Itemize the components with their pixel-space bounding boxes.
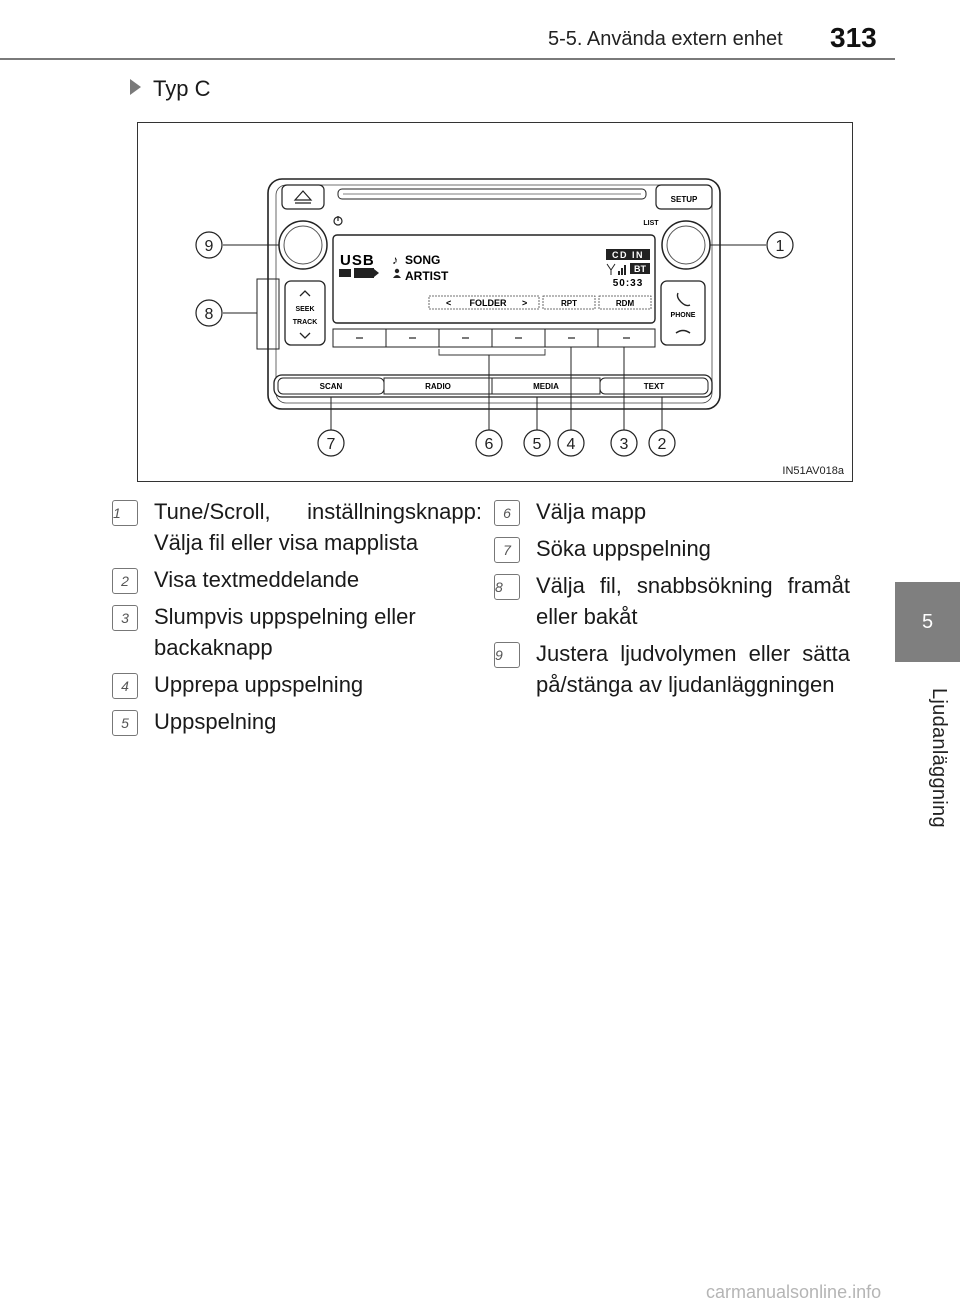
triangle-bullet-icon xyxy=(130,79,141,95)
legend-text: Tune/Scroll, inställningsknapp: Välja fi… xyxy=(154,499,482,555)
legend-number: 3 xyxy=(112,605,138,631)
signal-icon xyxy=(606,263,616,275)
legend-item: 7 Söka uppspelning xyxy=(494,533,850,564)
svg-text:4: 4 xyxy=(567,436,576,453)
legend-left: 1 Tune/Scroll, inställningsknapp: Välja … xyxy=(112,496,482,743)
legend-number: 9 xyxy=(494,642,520,668)
svg-text:7: 7 xyxy=(327,436,336,453)
legend-number: 5 xyxy=(112,710,138,736)
legend-text: Justera ljudvolymen eller sätta på/stäng… xyxy=(536,641,850,697)
svg-text:3: 3 xyxy=(620,436,629,453)
header-section-title: 5-5. Använda extern enhet xyxy=(548,28,783,50)
callout-9 xyxy=(195,231,223,259)
section-heading: Typ C xyxy=(130,76,210,102)
callout-7 xyxy=(317,429,345,457)
display-rdm: RDM xyxy=(616,299,635,308)
phone-hangup-icon xyxy=(675,329,691,334)
person-icon xyxy=(394,268,400,274)
legend-item: 6 Välja mapp xyxy=(494,496,850,527)
callout-5 xyxy=(523,429,551,457)
callout-6 xyxy=(475,429,503,457)
setup-label: SETUP xyxy=(671,195,698,204)
mode-badge xyxy=(606,249,650,260)
svg-text:8: 8 xyxy=(205,306,214,323)
legend-right: 6 Välja mapp 7 Söka uppspelning 8 Välja … xyxy=(494,496,850,706)
svg-text:RADIO: RADIO xyxy=(425,382,451,391)
chapter-tab: 5 xyxy=(895,582,960,662)
callout-2 xyxy=(648,429,676,457)
callout-leaders xyxy=(223,244,766,430)
svg-text:5: 5 xyxy=(533,436,542,453)
callout-8 xyxy=(195,299,223,327)
callout-3 xyxy=(610,429,638,457)
legend-number: 2 xyxy=(112,568,138,594)
display-folder: FOLDER xyxy=(470,298,507,308)
chevron-down-icon xyxy=(299,332,311,339)
page-number: 313 xyxy=(830,22,877,53)
callout-1 xyxy=(766,231,794,259)
section-heading-text: Typ C xyxy=(153,76,211,101)
legend-text: Välja fil, snabbsökning framåt eller bak… xyxy=(536,573,850,629)
legend-text: Slumpvis uppspelning eller backaknapp xyxy=(154,604,416,660)
legend-number: 8 xyxy=(494,574,520,600)
display-time: 50:33 xyxy=(613,278,644,289)
folder-prev-icon: < xyxy=(446,298,451,308)
svg-text:BT: BT xyxy=(634,264,646,274)
svg-text:1: 1 xyxy=(776,238,785,255)
legend-item: 9 Justera ljudvolymen eller sätta på/stä… xyxy=(494,638,850,700)
svg-text:6: 6 xyxy=(485,436,494,453)
legend-item: 2 Visa textmeddelande xyxy=(112,564,482,595)
seek-label: SEEK xyxy=(295,306,314,313)
svg-text:9: 9 xyxy=(205,238,214,255)
eject-icon xyxy=(293,190,313,204)
callout-4 xyxy=(557,429,585,457)
legend-item: 3 Slumpvis uppspelning eller backaknapp xyxy=(112,601,482,663)
seek-track-button xyxy=(284,280,326,346)
legend-text: Välja mapp xyxy=(536,499,647,524)
legend-number: 7 xyxy=(494,537,520,563)
audio-unit-figure: SETUP LIST USB ♪ SONG ARTIST CD IN BT 50… xyxy=(137,122,853,482)
legend-number: 4 xyxy=(112,673,138,699)
legend-number: 6 xyxy=(494,500,520,526)
svg-text:2: 2 xyxy=(658,436,667,453)
display-song: SONG xyxy=(405,253,440,267)
text-button xyxy=(599,377,709,395)
svg-text:CD IN: CD IN xyxy=(612,250,644,260)
setup-button xyxy=(655,184,713,210)
legend-item: 4 Upprepa uppspelning xyxy=(112,669,482,700)
display-screen xyxy=(332,234,656,324)
display-source: USB xyxy=(340,252,375,269)
track-label: TRACK xyxy=(293,319,318,326)
phone-label: PHONE xyxy=(671,312,696,319)
bt-badge xyxy=(630,263,650,274)
chevron-up-icon xyxy=(299,290,311,297)
legend-text: Söka uppspelning xyxy=(536,536,711,561)
phone-button xyxy=(660,280,706,346)
note-icon: ♪ xyxy=(392,253,398,267)
preset-buttons xyxy=(332,328,656,348)
usb-device-icon xyxy=(354,268,374,278)
figure-code: IN51AV018a xyxy=(782,465,844,477)
phone-pickup-icon xyxy=(676,292,691,307)
legend-text: Uppspelning xyxy=(154,709,277,734)
watermark-link[interactable]: carmanualsonline.info xyxy=(706,1282,882,1302)
display-rpt: RPT xyxy=(561,299,577,308)
audio-unit-illustration: SETUP LIST USB ♪ SONG ARTIST CD IN BT 50… xyxy=(195,178,794,457)
list-label: LIST xyxy=(643,220,659,227)
chapter-label: Ljudanläggning xyxy=(928,688,950,828)
legend-item: 5 Uppspelning xyxy=(112,706,482,737)
folder-next-icon: > xyxy=(522,298,527,308)
svg-text:MEDIA: MEDIA xyxy=(533,382,559,391)
legend-text: Visa textmeddelande xyxy=(154,567,360,592)
svg-text:TEXT: TEXT xyxy=(644,382,665,391)
legend-number: 1 xyxy=(112,500,138,526)
header-divider xyxy=(0,58,895,60)
display-artist: ARTIST xyxy=(405,269,449,283)
legend-item: 1 Tune/Scroll, inställningsknapp: Välja … xyxy=(112,496,482,558)
svg-text:SCAN: SCAN xyxy=(320,382,343,391)
legend-text: Upprepa uppspelning xyxy=(154,672,364,697)
eject-button xyxy=(281,184,325,210)
legend-item: 8 Välja fil, snabbsökning framåt eller b… xyxy=(494,570,850,632)
